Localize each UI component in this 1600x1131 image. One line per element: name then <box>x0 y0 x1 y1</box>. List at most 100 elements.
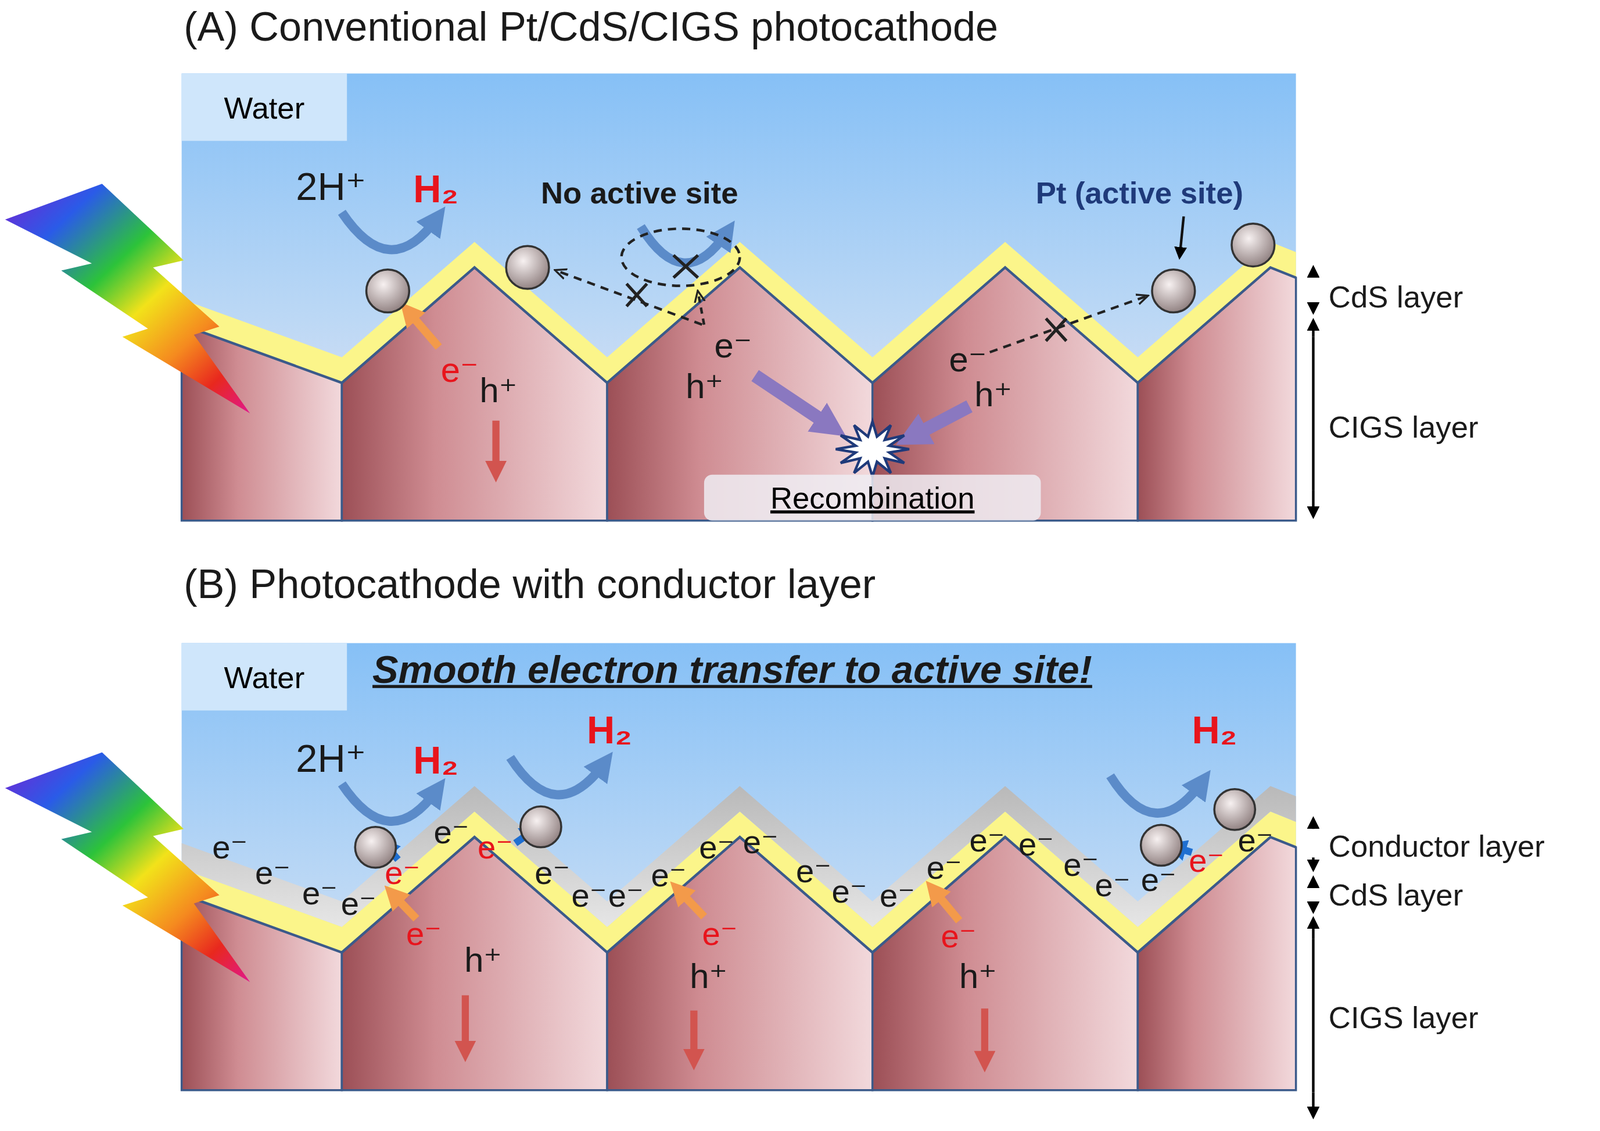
diagram-label: (B) Photocathode with conductor layer <box>183 561 876 606</box>
dashed-arrow <box>697 291 705 325</box>
diagram-label: (A) Conventional Pt/CdS/CIGS photocathod… <box>183 4 999 49</box>
orange-arrow <box>408 311 440 347</box>
orange-arrow <box>933 890 960 921</box>
diagram-label: e⁻ <box>743 824 779 861</box>
diagram-label: e⁻ <box>651 856 687 893</box>
diagram-label: e⁻ <box>433 814 469 851</box>
water-region <box>181 73 1297 520</box>
diagram-label: h⁺ <box>959 957 997 996</box>
pt-particle <box>506 245 550 289</box>
diagram-label: e⁻ <box>969 822 1006 859</box>
pt-particle <box>1141 824 1182 866</box>
recombination-arrow <box>755 375 832 427</box>
cross-mark <box>1045 318 1067 342</box>
pt-particle <box>366 269 410 313</box>
cds-layer <box>181 811 1297 952</box>
diagram-label: H₂ <box>586 709 633 752</box>
cigs-grain <box>341 267 608 521</box>
cross-mark <box>626 283 647 307</box>
reaction-arrow <box>341 212 437 250</box>
diagram-label: H₂ <box>1191 709 1237 752</box>
box-text: Recombination <box>770 480 975 515</box>
diagram-label: H₂ <box>413 739 459 782</box>
diagram-label: 2H⁺ <box>295 166 367 209</box>
diagram-label: e⁻ <box>1095 867 1131 904</box>
orange-arrow <box>392 894 416 919</box>
leader-line <box>1179 216 1184 257</box>
dimension-arrow <box>1311 267 1315 1117</box>
diagram-label: e⁻ <box>440 350 479 390</box>
diagram-label: e⁻ <box>698 829 735 866</box>
diagram-label: CIGS layer <box>1328 410 1479 444</box>
dashed-arrow <box>555 270 702 325</box>
reaction-arrow <box>1110 775 1203 813</box>
box-text: Water <box>224 659 306 694</box>
diagram-label: h⁺ <box>689 957 728 996</box>
diagram-label: e⁻ <box>608 877 644 914</box>
diagram-label: e⁻ <box>701 916 738 953</box>
text-box: Recombination <box>704 474 1042 521</box>
diagram-label: e⁻ <box>831 873 867 910</box>
diagram-label: No active site <box>540 175 739 210</box>
hole-arrow <box>981 1007 989 1061</box>
diagram-label: e⁻ <box>940 918 977 955</box>
diagram-label: e⁻ <box>534 855 570 892</box>
reaction-arrow <box>510 757 605 795</box>
diagram-label: e⁻ <box>1063 847 1099 884</box>
diagram-label: 2H⁺ <box>295 737 367 781</box>
diagram-label: CdS layer <box>1328 279 1463 314</box>
diagram-label: e⁻ <box>1018 826 1054 863</box>
orange-arrow <box>678 890 705 917</box>
diagram-label: e⁻ <box>714 326 752 365</box>
diagram-label: CIGS layer <box>1328 999 1479 1034</box>
diagram-label: h⁺ <box>479 371 518 410</box>
diagram-label: h⁺ <box>974 375 1013 414</box>
diagram-label: e⁻ <box>302 875 338 912</box>
dashed-arrow <box>989 295 1147 353</box>
diagram-label: CdS layer <box>1328 877 1463 912</box>
diagram-label: Smooth electron transfer to active site! <box>372 648 1093 692</box>
diagram-label: e⁻ <box>212 829 248 866</box>
diagram-label: e⁻ <box>1141 862 1177 899</box>
text-box: Water <box>181 73 348 141</box>
diagram-label: h⁺ <box>464 940 502 979</box>
cross-mark <box>673 255 698 278</box>
reaction-arrow <box>341 783 437 821</box>
diagram-label: Pt (active site) <box>1035 175 1244 210</box>
hole-arrow <box>492 420 500 472</box>
light-bolt <box>5 183 251 414</box>
hole-arrow <box>690 1010 698 1060</box>
diagram-label: e⁻ <box>341 885 377 923</box>
diagram-label: Conductor layer <box>1328 828 1545 863</box>
diagram-label: e⁻ <box>948 341 987 380</box>
diagram-label: e⁻ <box>926 849 963 886</box>
text-box: Water <box>181 643 348 711</box>
diagram-label: e⁻ <box>1238 822 1274 859</box>
diagram-label: h⁺ <box>685 367 724 406</box>
cigs-grain <box>1137 836 1296 1090</box>
conductor-layer <box>181 785 1297 927</box>
diagram-label: e⁻ <box>1188 842 1225 880</box>
hole-arrow <box>461 994 469 1051</box>
diagram-label: e⁻ <box>477 829 513 866</box>
dashed-ring <box>621 228 741 286</box>
diagram-label: e⁻ <box>571 877 608 914</box>
diagram-label: H₂ <box>413 168 459 211</box>
cigs-surface <box>181 267 1297 383</box>
diagram-label: e⁻ <box>406 916 442 953</box>
diagram-label: e⁻ <box>384 855 421 892</box>
cigs-surface <box>181 836 1297 952</box>
water-region <box>181 643 1297 1090</box>
diagram-label: e⁻ <box>879 877 916 914</box>
light-bolt <box>5 751 251 982</box>
pt-particle <box>1152 269 1196 313</box>
box-text: Water <box>224 90 306 124</box>
diagram-label: e⁻ <box>795 852 832 889</box>
pt-particle <box>520 806 562 848</box>
diagram-label: e⁻ <box>255 855 291 892</box>
recombination-arrow <box>910 406 970 437</box>
recombination-burst <box>835 421 909 477</box>
pt-particle <box>1231 223 1275 267</box>
reaction-arrow <box>640 226 727 263</box>
